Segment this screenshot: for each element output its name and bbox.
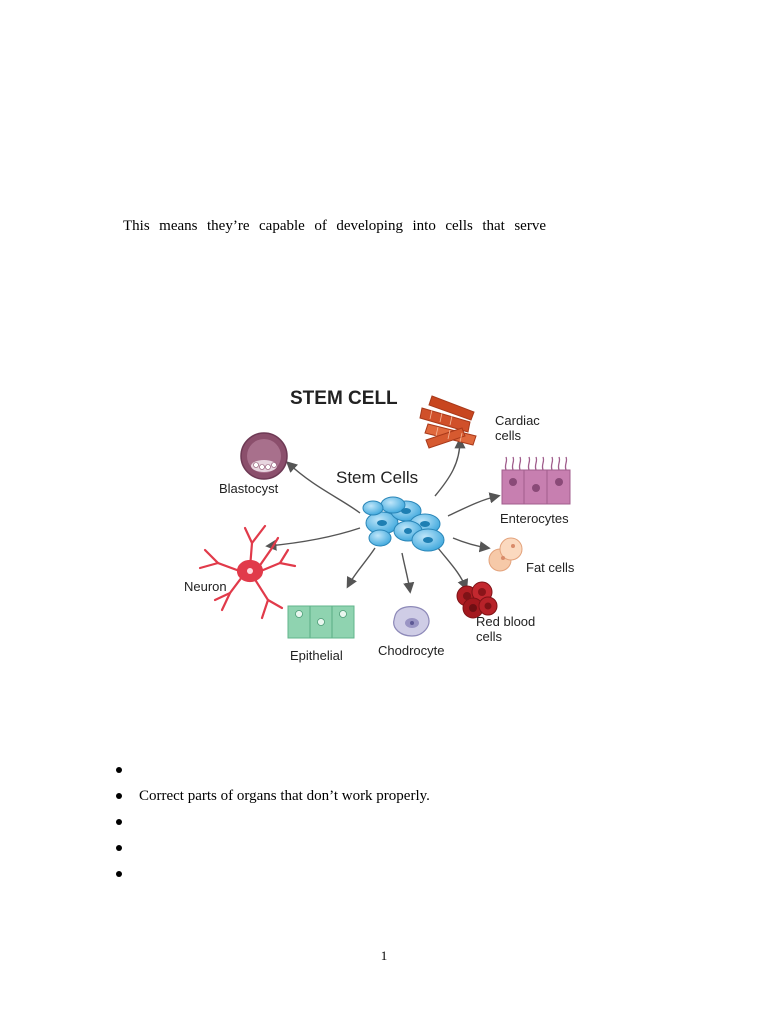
chondrocyte-label: Chodrocyte <box>378 643 444 658</box>
rbc-label-1: Red blood <box>476 614 535 629</box>
neuron-label: Neuron <box>184 579 227 594</box>
enterocytes-icon <box>501 456 571 505</box>
blastocyst-label: Blastocyst <box>219 481 279 496</box>
bullet-icon <box>116 871 122 877</box>
list-item: Correct parts of organs that don’t work … <box>112 783 430 809</box>
list-item <box>112 835 430 861</box>
cardiac-label-2: cells <box>495 428 522 443</box>
list-item <box>112 757 430 783</box>
epithelial-label: Epithelial <box>290 648 343 663</box>
stem-cell-diagram: STEM CELL Stem Cells <box>170 378 590 678</box>
intro-paragraph: This means they’re capable of developing… <box>123 218 546 234</box>
cardiac-cells-icon <box>419 395 477 449</box>
neuron-icon <box>198 524 297 620</box>
red-blood-cells-icon <box>456 581 498 619</box>
bullet-icon <box>116 767 122 773</box>
page-number: 1 <box>380 948 388 963</box>
fat-cells-label: Fat cells <box>526 560 575 575</box>
blastocyst-icon <box>240 432 288 480</box>
differentiation-arrows <box>265 437 501 594</box>
fat-cells-icon <box>488 537 523 572</box>
chondrocyte-icon <box>393 606 430 637</box>
epithelial-icon <box>287 605 355 639</box>
bullet-icon <box>116 819 122 825</box>
stem-cell-cluster <box>362 496 445 552</box>
list-item <box>112 861 430 887</box>
bullet-icon <box>116 845 122 851</box>
list-item <box>112 809 430 835</box>
bullet-list: Correct parts of organs that don’t work … <box>112 757 430 887</box>
enterocytes-label: Enterocytes <box>500 511 569 526</box>
bullet-icon <box>116 793 122 799</box>
cardiac-label-1: Cardiac <box>495 413 540 428</box>
rbc-label-2: cells <box>476 629 503 644</box>
stem-cells-label: Stem Cells <box>336 468 418 487</box>
list-item-text: Correct parts of organs that don’t work … <box>139 788 430 804</box>
diagram-title: STEM CELL <box>290 388 398 409</box>
